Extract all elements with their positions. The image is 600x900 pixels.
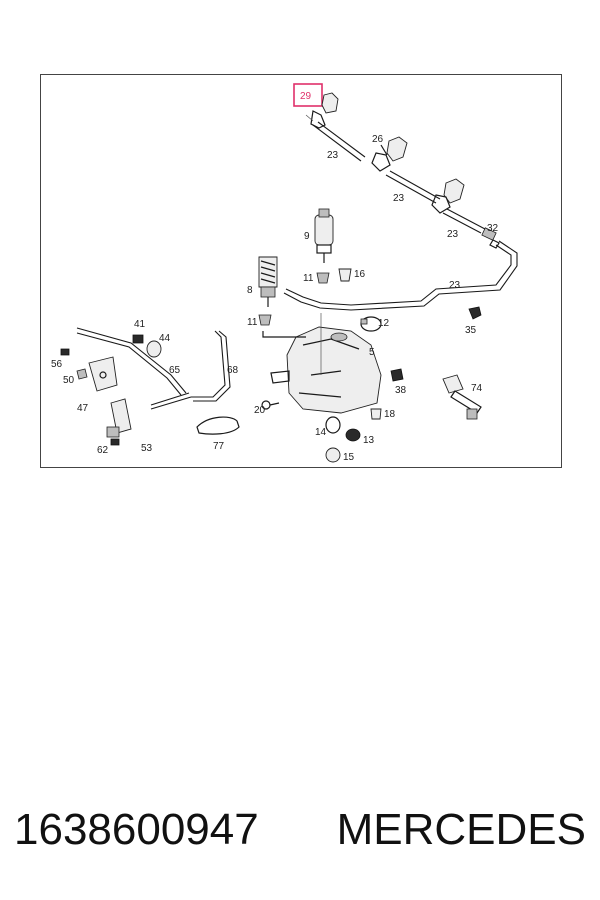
brand-name: MERCEDES <box>336 805 586 854</box>
callout-68: 68 <box>227 365 239 376</box>
highlight-box-29 <box>293 83 323 107</box>
hose-23-long <box>285 244 512 306</box>
washer-pump-9 <box>314 208 334 263</box>
callout-32: 32 <box>487 223 499 234</box>
washer-pump-8 <box>258 256 278 307</box>
grommet-16 <box>338 268 352 282</box>
grommet-11-upper <box>316 272 330 284</box>
hose-68 <box>191 330 231 402</box>
callout-11-lower: 11 <box>247 317 258 328</box>
washer-reservoir-5 <box>262 313 382 414</box>
callout-41: 41 <box>134 319 146 330</box>
callout-23-upper: 23 <box>327 150 339 161</box>
callout-38: 38 <box>395 385 407 396</box>
bracket-38 <box>390 368 404 382</box>
callout-15: 15 <box>343 452 355 463</box>
callout-26: 26 <box>372 134 384 145</box>
callout-23-long: 23 <box>449 280 461 291</box>
hose-65 <box>150 392 192 410</box>
washer-nozzle-29 <box>305 92 339 129</box>
hose-23-right <box>442 208 486 234</box>
callout-56: 56 <box>51 359 63 370</box>
hose-23-middle <box>385 170 441 204</box>
callout-77: 77 <box>213 441 225 452</box>
clip-35 <box>468 306 482 320</box>
washer-pump-53 <box>106 398 132 438</box>
callout-14: 14 <box>315 427 327 438</box>
callout-23-right: 23 <box>447 229 459 240</box>
cap-15 <box>325 447 341 463</box>
washer-nozzle-right <box>431 178 465 214</box>
callout-18: 18 <box>384 409 396 420</box>
callout-62: 62 <box>97 445 109 456</box>
callout-5: 5 <box>369 347 375 358</box>
callout-9: 9 <box>304 231 310 242</box>
part-number: 1638600947 <box>14 805 259 854</box>
hose-left <box>76 327 187 396</box>
callout-11-upper: 11 <box>303 273 314 284</box>
callout-23-middle: 23 <box>393 193 405 204</box>
hose-23-upper <box>312 121 366 162</box>
bracket-47 <box>88 356 118 392</box>
callout-50: 50 <box>63 375 75 386</box>
cable-strap-77 <box>196 416 240 435</box>
callout-65: 65 <box>169 365 181 376</box>
callout-53: 53 <box>141 443 153 454</box>
callout-35: 35 <box>465 325 477 336</box>
seal-ring-12 <box>360 316 382 332</box>
callout-16: 16 <box>354 269 366 280</box>
grommet-11-lower <box>258 314 272 326</box>
callout-8: 8 <box>247 285 253 296</box>
callout-47: 47 <box>77 403 89 414</box>
callout-74: 74 <box>471 383 483 394</box>
bolt-20 <box>261 400 280 410</box>
connector-32 <box>481 227 500 249</box>
grommet-44 <box>146 340 162 358</box>
cap-13 <box>345 428 361 442</box>
callout-44: 44 <box>159 333 171 344</box>
parts-diagram: 29 23 26 23 23 32 23 9 <box>40 74 562 468</box>
exploded-parts-drawing: 29 23 26 23 23 32 23 9 <box>51 83 518 463</box>
callout-29: 29 <box>300 91 312 102</box>
seal-14 <box>325 416 341 434</box>
callout-20: 20 <box>254 405 266 416</box>
connector-50 <box>76 368 88 380</box>
clip-56 <box>60 348 70 356</box>
callout-13: 13 <box>363 435 375 446</box>
washer-nozzle-26 <box>371 136 408 172</box>
grommet-18 <box>370 408 382 420</box>
plug-62 <box>110 438 120 446</box>
caption-bar: 1638600947 MERCEDES <box>14 800 586 860</box>
callout-12: 12 <box>378 318 390 329</box>
level-sensor-74 <box>442 374 482 420</box>
clamp-41 <box>132 334 144 344</box>
